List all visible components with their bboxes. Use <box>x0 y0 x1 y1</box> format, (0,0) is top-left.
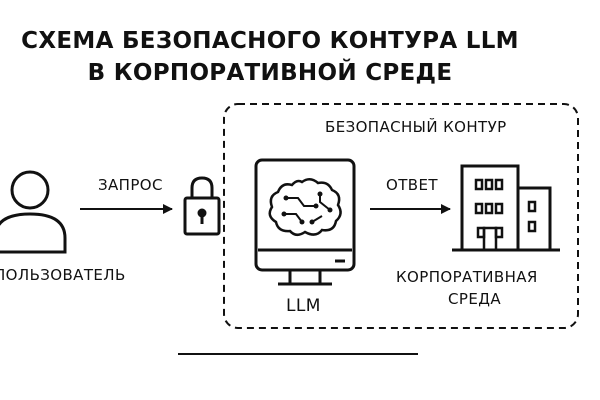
diagram-title-line-2: В КОРПОРАТИВНОЙ СРЕДЕ <box>87 60 453 86</box>
diagram-title-line-1: СХЕМА БЕЗОПАСНОГО КОНТУРА LLM <box>21 28 519 54</box>
person-icon <box>0 170 67 254</box>
corporate-label-line-1: КОРПОРАТИВНАЯ <box>396 268 538 286</box>
corporate-label-line-2: СРЕДА <box>448 290 501 308</box>
monitor-brain-icon <box>254 158 356 286</box>
building-icon <box>452 164 560 252</box>
request-label: ЗАПРОС <box>98 176 163 194</box>
padlock-icon <box>183 176 221 236</box>
secure-zone-boundary <box>223 103 579 329</box>
secure-zone-label: БЕЗОПАСНЫЙ КОНТУР <box>325 118 507 136</box>
user-label: ПОЛЬЗОВАТЕЛЬ <box>0 266 126 284</box>
llm-label: LLM <box>286 296 321 316</box>
response-label: ОТВЕТ <box>386 176 438 194</box>
